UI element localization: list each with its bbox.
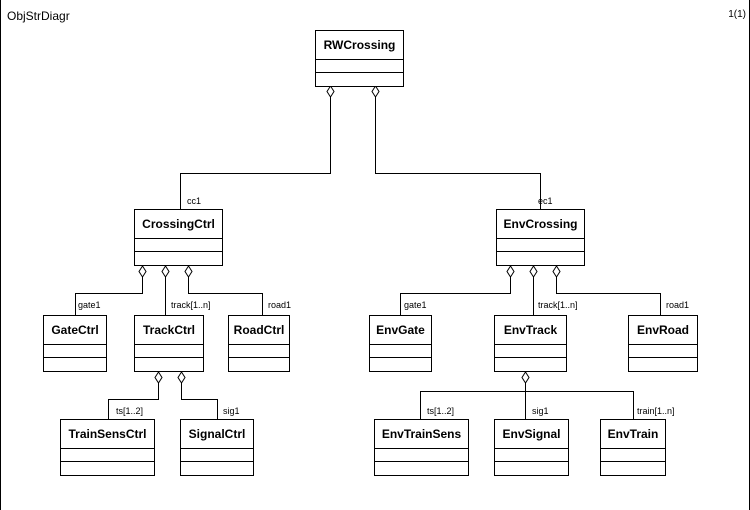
attributes-compartment bbox=[370, 345, 431, 358]
attributes-compartment bbox=[229, 345, 289, 358]
class-name: GateCtrl bbox=[44, 316, 106, 345]
link-track-signal bbox=[181, 382, 218, 419]
class-gatectrl[interactable]: GateCtrl bbox=[43, 315, 107, 372]
attributes-compartment bbox=[601, 449, 665, 462]
class-name: EnvTrain bbox=[601, 420, 665, 449]
class-crossingctrl[interactable]: CrossingCtrl bbox=[134, 209, 223, 266]
class-envtrainsens[interactable]: EnvTrainSens bbox=[374, 419, 469, 476]
class-name: RWCrossing bbox=[316, 31, 403, 60]
class-envgate[interactable]: EnvGate bbox=[369, 315, 432, 372]
class-name: EnvGate bbox=[370, 316, 431, 345]
class-envsignal[interactable]: EnvSignal bbox=[494, 419, 569, 476]
aggregation-diamond bbox=[177, 371, 186, 384]
class-rwcrossing[interactable]: RWCrossing bbox=[315, 30, 404, 87]
class-name: SignalCtrl bbox=[181, 420, 253, 449]
link-cc-gate bbox=[75, 276, 143, 315]
attributes-compartment bbox=[61, 449, 154, 462]
class-trainsensctrl[interactable]: TrainSensCtrl bbox=[60, 419, 155, 476]
class-name: RoadCtrl bbox=[229, 316, 289, 345]
aggregation-diamond bbox=[161, 265, 170, 278]
role-label: ec1 bbox=[538, 196, 553, 206]
role-label: sig1 bbox=[223, 406, 240, 416]
link-track-sens bbox=[108, 382, 159, 419]
attributes-compartment bbox=[181, 449, 253, 462]
link-rw-cc bbox=[180, 96, 331, 209]
class-envtrain[interactable]: EnvTrain bbox=[600, 419, 666, 476]
aggregation-diamond bbox=[154, 371, 163, 384]
role-label: ts[1..2] bbox=[427, 406, 455, 416]
link-rw-ec bbox=[375, 96, 541, 209]
attributes-compartment bbox=[375, 449, 468, 462]
class-name: EnvTrainSens bbox=[375, 420, 468, 449]
role-label: sig1 bbox=[532, 406, 549, 416]
aggregation-diamond bbox=[529, 265, 538, 278]
link-ec-gate bbox=[400, 276, 511, 315]
attributes-compartment bbox=[495, 345, 566, 358]
class-envtrack[interactable]: EnvTrack bbox=[494, 315, 567, 372]
class-roadctrl[interactable]: RoadCtrl bbox=[228, 315, 290, 372]
class-name: EnvTrack bbox=[495, 316, 566, 345]
aggregation-diamond bbox=[371, 85, 380, 98]
attributes-compartment bbox=[135, 239, 222, 252]
class-name: EnvSignal bbox=[495, 420, 568, 449]
aggregation-diamond bbox=[326, 85, 335, 98]
diagram-title: ObjStrDiagr bbox=[7, 9, 70, 23]
role-label: ts[1..2] bbox=[116, 406, 144, 416]
attributes-compartment bbox=[44, 345, 106, 358]
class-trackctrl[interactable]: TrackCtrl bbox=[134, 315, 204, 372]
attributes-compartment bbox=[629, 345, 697, 358]
class-envcrossing[interactable]: EnvCrossing bbox=[496, 209, 585, 266]
class-signalctrl[interactable]: SignalCtrl bbox=[180, 419, 254, 476]
role-label: train[1..n] bbox=[637, 406, 675, 416]
role-label: gate1 bbox=[78, 300, 101, 310]
class-name: TrainSensCtrl bbox=[61, 420, 154, 449]
aggregation-diamond bbox=[506, 265, 515, 278]
class-name: EnvCrossing bbox=[497, 210, 584, 239]
class-envroad[interactable]: EnvRoad bbox=[628, 315, 698, 372]
attributes-compartment bbox=[495, 449, 568, 462]
role-label: track[1..n] bbox=[171, 300, 211, 310]
aggregation-diamond bbox=[184, 265, 193, 278]
class-name: CrossingCtrl bbox=[135, 210, 222, 239]
page-number: 1(1) bbox=[728, 9, 746, 20]
role-label: road1 bbox=[268, 300, 292, 310]
aggregation-diamond bbox=[552, 265, 561, 278]
attributes-compartment bbox=[135, 345, 203, 358]
role-label: gate1 bbox=[404, 300, 427, 310]
link-envtrack-bar bbox=[420, 391, 634, 419]
role-label: track[1..n] bbox=[538, 300, 578, 310]
role-label: cc1 bbox=[187, 196, 202, 206]
class-name: TrackCtrl bbox=[135, 316, 203, 345]
link-cc-road bbox=[188, 276, 263, 315]
aggregation-diamond bbox=[521, 371, 530, 384]
class-name: EnvRoad bbox=[629, 316, 697, 345]
attributes-compartment bbox=[497, 239, 584, 252]
attributes-compartment bbox=[316, 60, 403, 73]
link-ec-road bbox=[556, 276, 661, 315]
aggregation-diamond bbox=[138, 265, 147, 278]
role-label: road1 bbox=[666, 300, 690, 310]
